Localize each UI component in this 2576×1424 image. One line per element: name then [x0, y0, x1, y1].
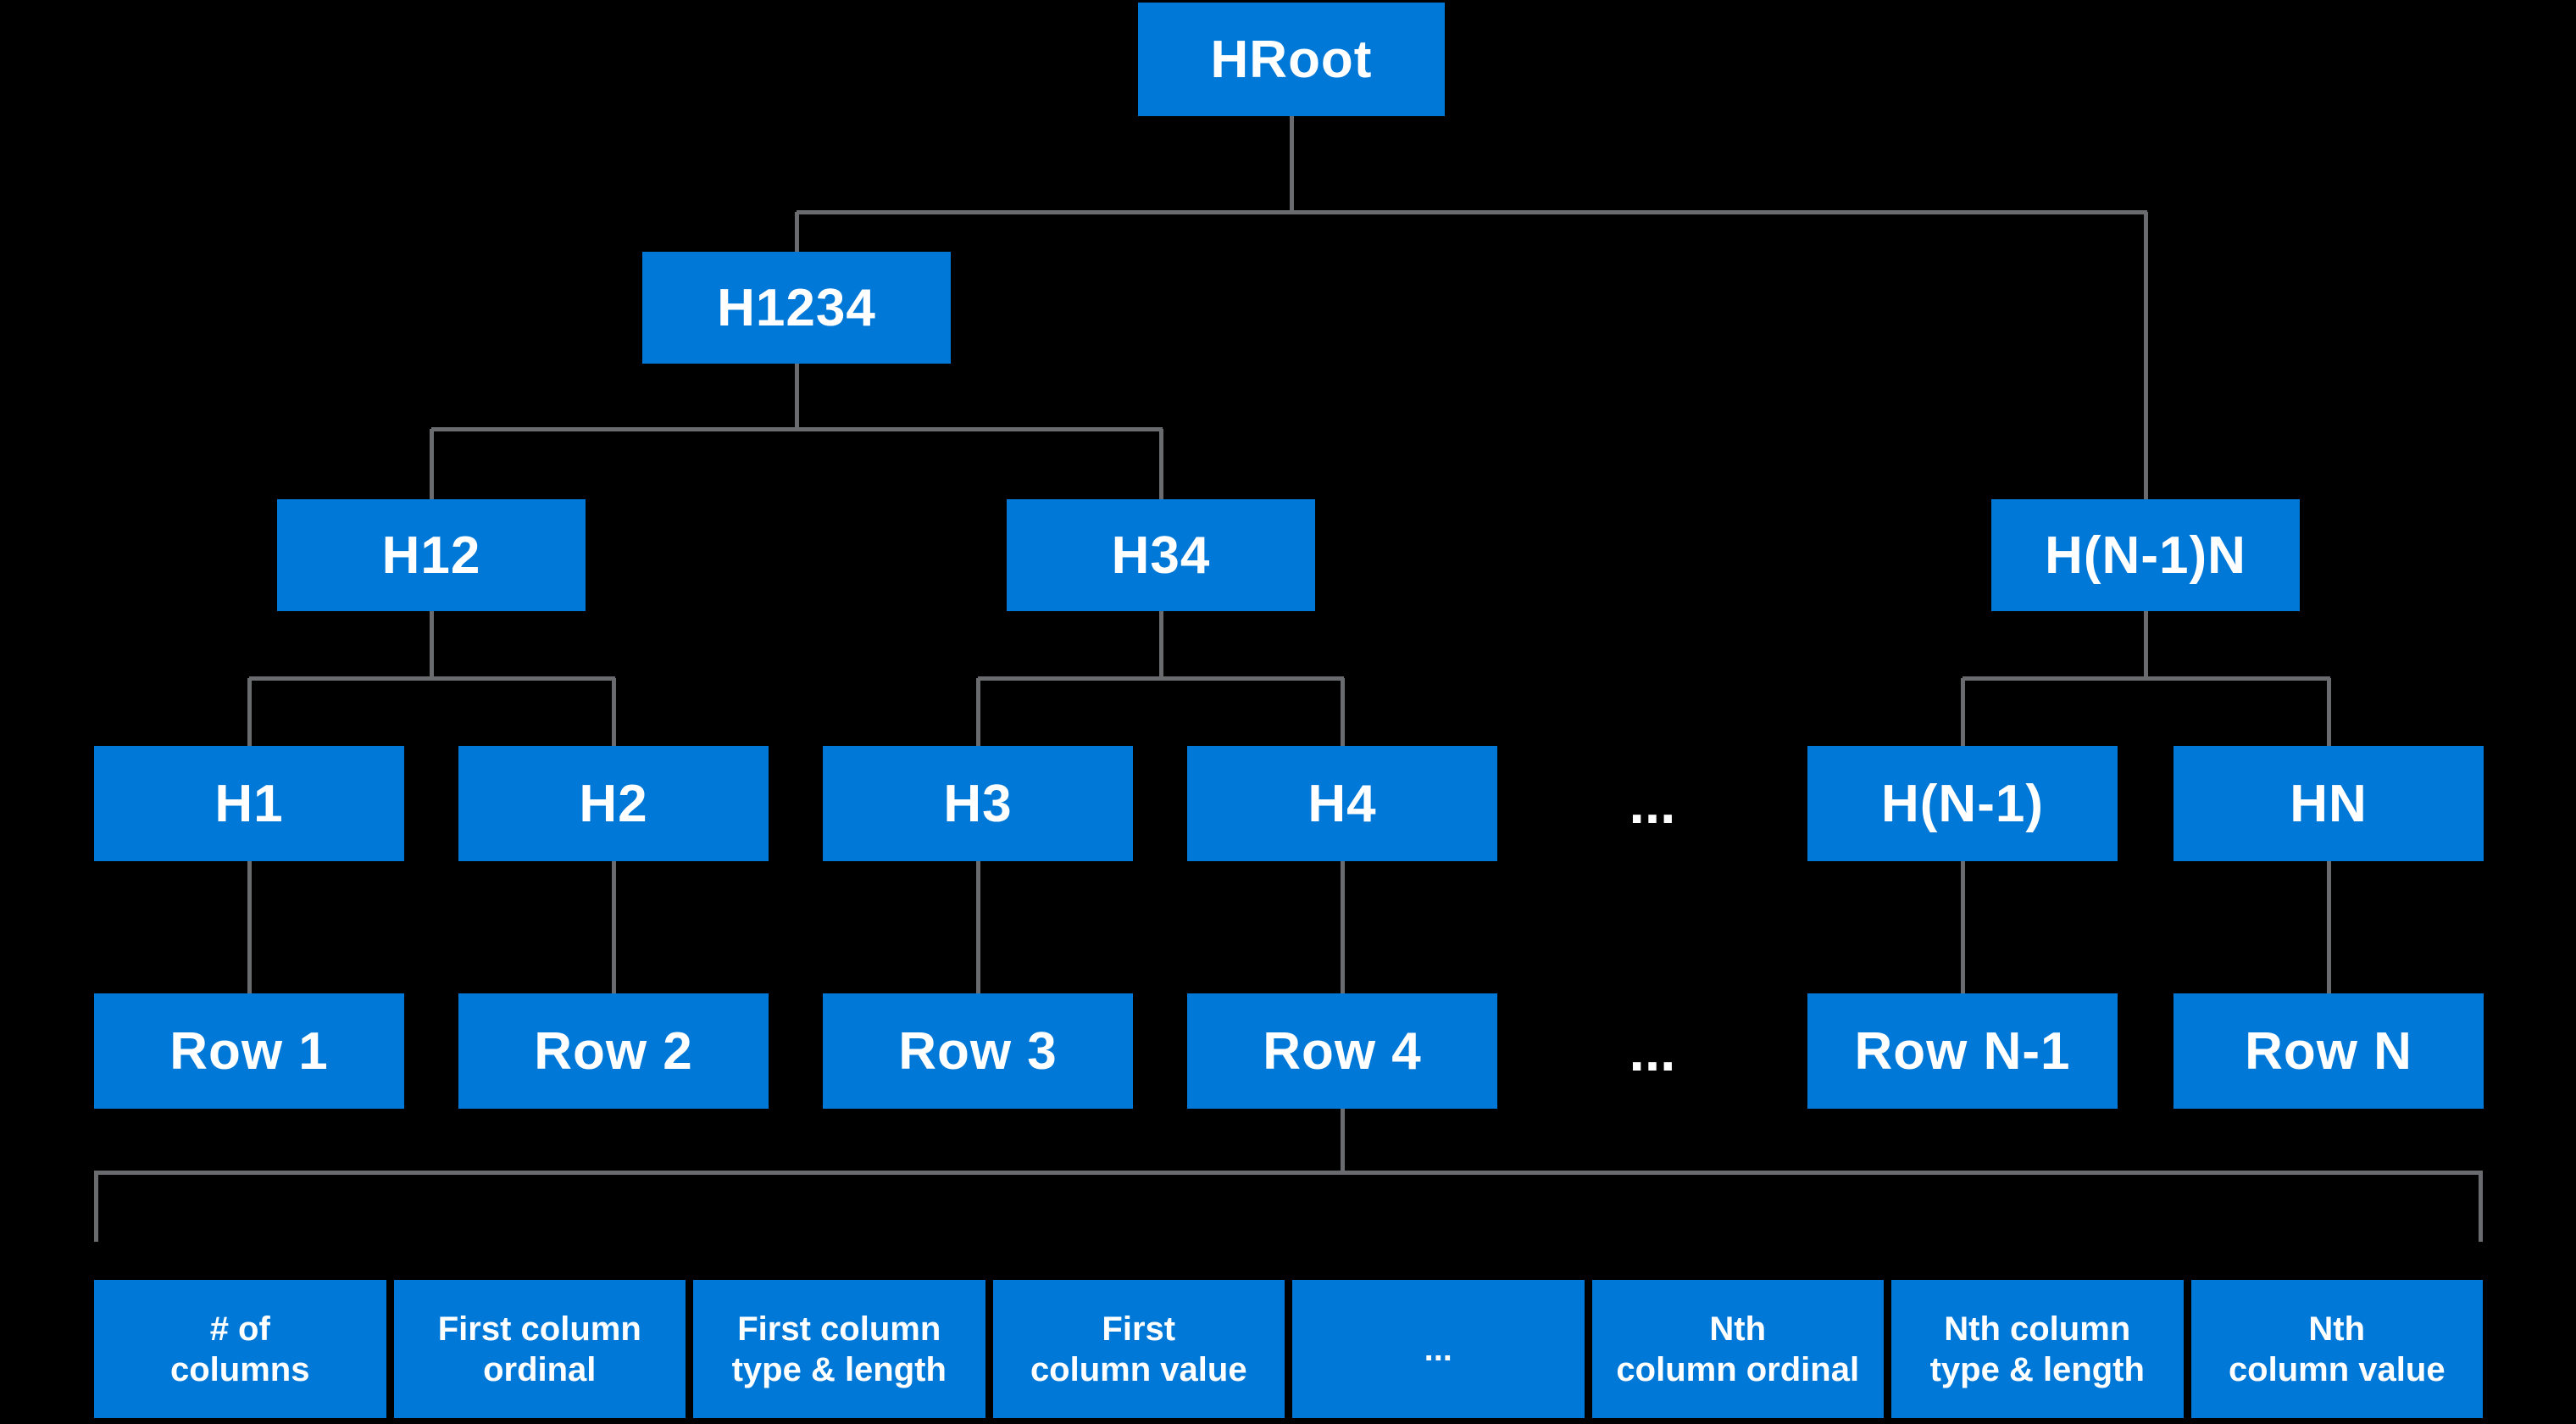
node-h2: H2 — [458, 746, 769, 861]
connector-line — [94, 1171, 2483, 1175]
connector-line — [1290, 116, 1294, 212]
connector-line — [2479, 1171, 2483, 1242]
connector-line — [1341, 1109, 1345, 1172]
connector-line — [976, 678, 980, 746]
node-hn1n: H(N-1)N — [1991, 499, 2300, 611]
node-hroot: HRoot — [1138, 3, 1445, 116]
connector-line — [247, 861, 252, 993]
connector-line — [797, 210, 2147, 214]
connector-line — [976, 861, 980, 993]
connector-line — [1159, 611, 1163, 678]
connector-line — [612, 861, 616, 993]
connector-line — [430, 611, 434, 678]
connector-line — [978, 676, 1344, 681]
node-h1234: H1234 — [642, 252, 951, 364]
connector-line — [1961, 678, 1965, 746]
record-cell-first-ordinal: First column ordinal — [393, 1280, 686, 1418]
record-cell-line: ordinal — [483, 1350, 597, 1388]
record-cell-line: columns — [170, 1350, 310, 1388]
connector-line — [1963, 676, 2330, 681]
record-cell-line: First column — [737, 1310, 941, 1348]
record-cell-first-type-length: First column type & length — [693, 1280, 985, 1418]
record-cell-line: # of — [209, 1310, 270, 1348]
connector-line — [94, 1171, 98, 1242]
record-cell-line: ... — [1424, 1330, 1452, 1368]
record-cell-line: First — [1102, 1310, 1176, 1348]
node-row-n: Row N — [2174, 993, 2484, 1109]
node-h1: H1 — [94, 746, 404, 861]
connector-line — [2144, 212, 2148, 499]
record-cell-nth-type-length: Nth column type & length — [1891, 1280, 2184, 1418]
connector-line — [795, 364, 799, 429]
record-cell-line: Nth — [2308, 1310, 2366, 1348]
row-record-strip: # of columns First column ordinal First … — [94, 1280, 2483, 1418]
connector-line — [249, 676, 615, 681]
connector-line — [795, 212, 799, 252]
leaf-ellipsis: ... — [1629, 772, 1676, 835]
connector-line — [612, 678, 616, 746]
record-cell-line: type & length — [731, 1350, 947, 1388]
record-cell-line: column value — [2228, 1350, 2446, 1388]
node-row-n-1: Row N-1 — [1807, 993, 2118, 1109]
node-h34: H34 — [1007, 499, 1315, 611]
row-ellipsis: ... — [1629, 1020, 1676, 1082]
connector-line — [431, 427, 1163, 431]
connector-line — [1341, 861, 1345, 993]
node-hn: HN — [2174, 746, 2484, 861]
node-h3: H3 — [823, 746, 1133, 861]
record-cell-line: column ordinal — [1616, 1350, 1860, 1388]
node-row-2: Row 2 — [458, 993, 769, 1109]
node-h12: H12 — [277, 499, 586, 611]
connector-line — [2327, 678, 2331, 746]
record-cell-num-columns: # of columns — [94, 1280, 386, 1418]
record-cell-first-value: First column value — [992, 1280, 1285, 1418]
record-cell-nth-ordinal: Nth column ordinal — [1591, 1280, 1884, 1418]
node-row-4: Row 4 — [1187, 993, 1497, 1109]
node-h4: H4 — [1187, 746, 1497, 861]
connector-line — [1961, 861, 1965, 993]
record-cell-ellipsis: ... — [1292, 1280, 1585, 1418]
record-cell-line: type & length — [1929, 1350, 2145, 1388]
record-cell-line: First column — [437, 1310, 641, 1348]
connector-line — [1159, 429, 1163, 499]
record-cell-line: Nth column — [1944, 1310, 2131, 1348]
connector-line — [247, 678, 252, 746]
connector-line — [1341, 678, 1345, 746]
connector-line — [430, 429, 434, 499]
connector-line — [2144, 611, 2148, 678]
record-cell-line: Nth — [1709, 1310, 1767, 1348]
node-hn-1: H(N-1) — [1807, 746, 2118, 861]
record-cell-line: column value — [1030, 1350, 1247, 1388]
node-row-1: Row 1 — [94, 993, 404, 1109]
record-cell-nth-value: Nth column value — [2190, 1280, 2483, 1418]
connector-line — [2327, 861, 2331, 993]
node-row-3: Row 3 — [823, 993, 1133, 1109]
